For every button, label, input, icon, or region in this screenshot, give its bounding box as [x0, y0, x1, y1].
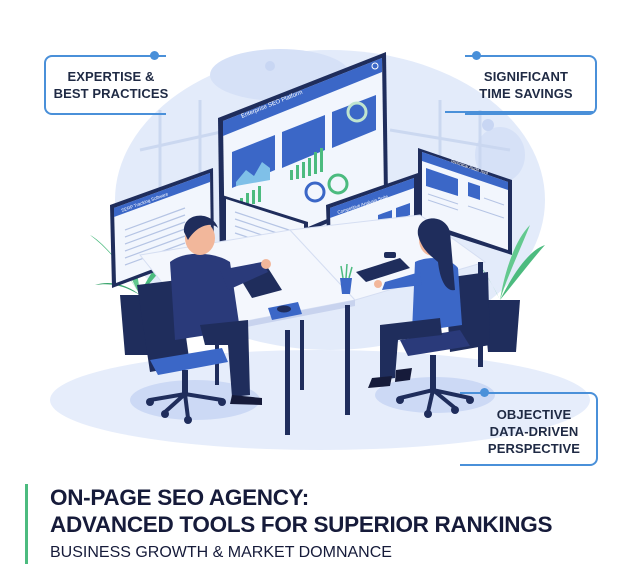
connector-line: [445, 111, 593, 113]
woman-figure: [368, 218, 490, 418]
callout-text-line: SIGNIFICANT: [483, 69, 569, 84]
headline-line-1: ON-PAGE SEO AGENCY:: [50, 485, 309, 510]
office-illustration: Enterprise SEO Platform SERP Tracking So…: [50, 49, 590, 450]
connector-dot-icon: [480, 388, 489, 397]
callout-objective: OBJECTIVE DATA-DRIVEN PERSPECTIVE: [460, 388, 598, 466]
callout-text-line: BEST PRACTICES: [53, 86, 169, 101]
man-figure: [137, 215, 271, 424]
callout-text-line: EXPERTISE &: [67, 69, 155, 84]
headline-line-2: ADVANCED TOOLS FOR SUPERIOR RANKINGS: [50, 512, 553, 537]
callout-text-line: PERSPECTIVE: [487, 441, 581, 456]
callout-expertise: EXPERTISE & BEST PRACTICES: [44, 51, 168, 115]
connector-dot-icon: [150, 51, 159, 60]
illustration-scene: Enterprise SEO Platform SERP Tracking So…: [50, 49, 590, 450]
plant-right: [470, 225, 545, 352]
callout-time-savings: SIGNIFICANT TIME SAVINGS: [445, 51, 597, 115]
callout-text-line: OBJECTIVE: [496, 407, 572, 422]
connector-dot-icon: [472, 51, 481, 60]
callout-text-line: DATA-DRIVEN: [489, 424, 579, 439]
headline-block: ON-PAGE SEO AGENCY: ADVANCED TOOLS FOR S…: [25, 484, 552, 564]
callout-text-line: TIME SAVINGS: [479, 86, 573, 101]
headline-subtitle: BUSINESS GROWTH & MARKET DOMNANCE: [50, 544, 392, 561]
